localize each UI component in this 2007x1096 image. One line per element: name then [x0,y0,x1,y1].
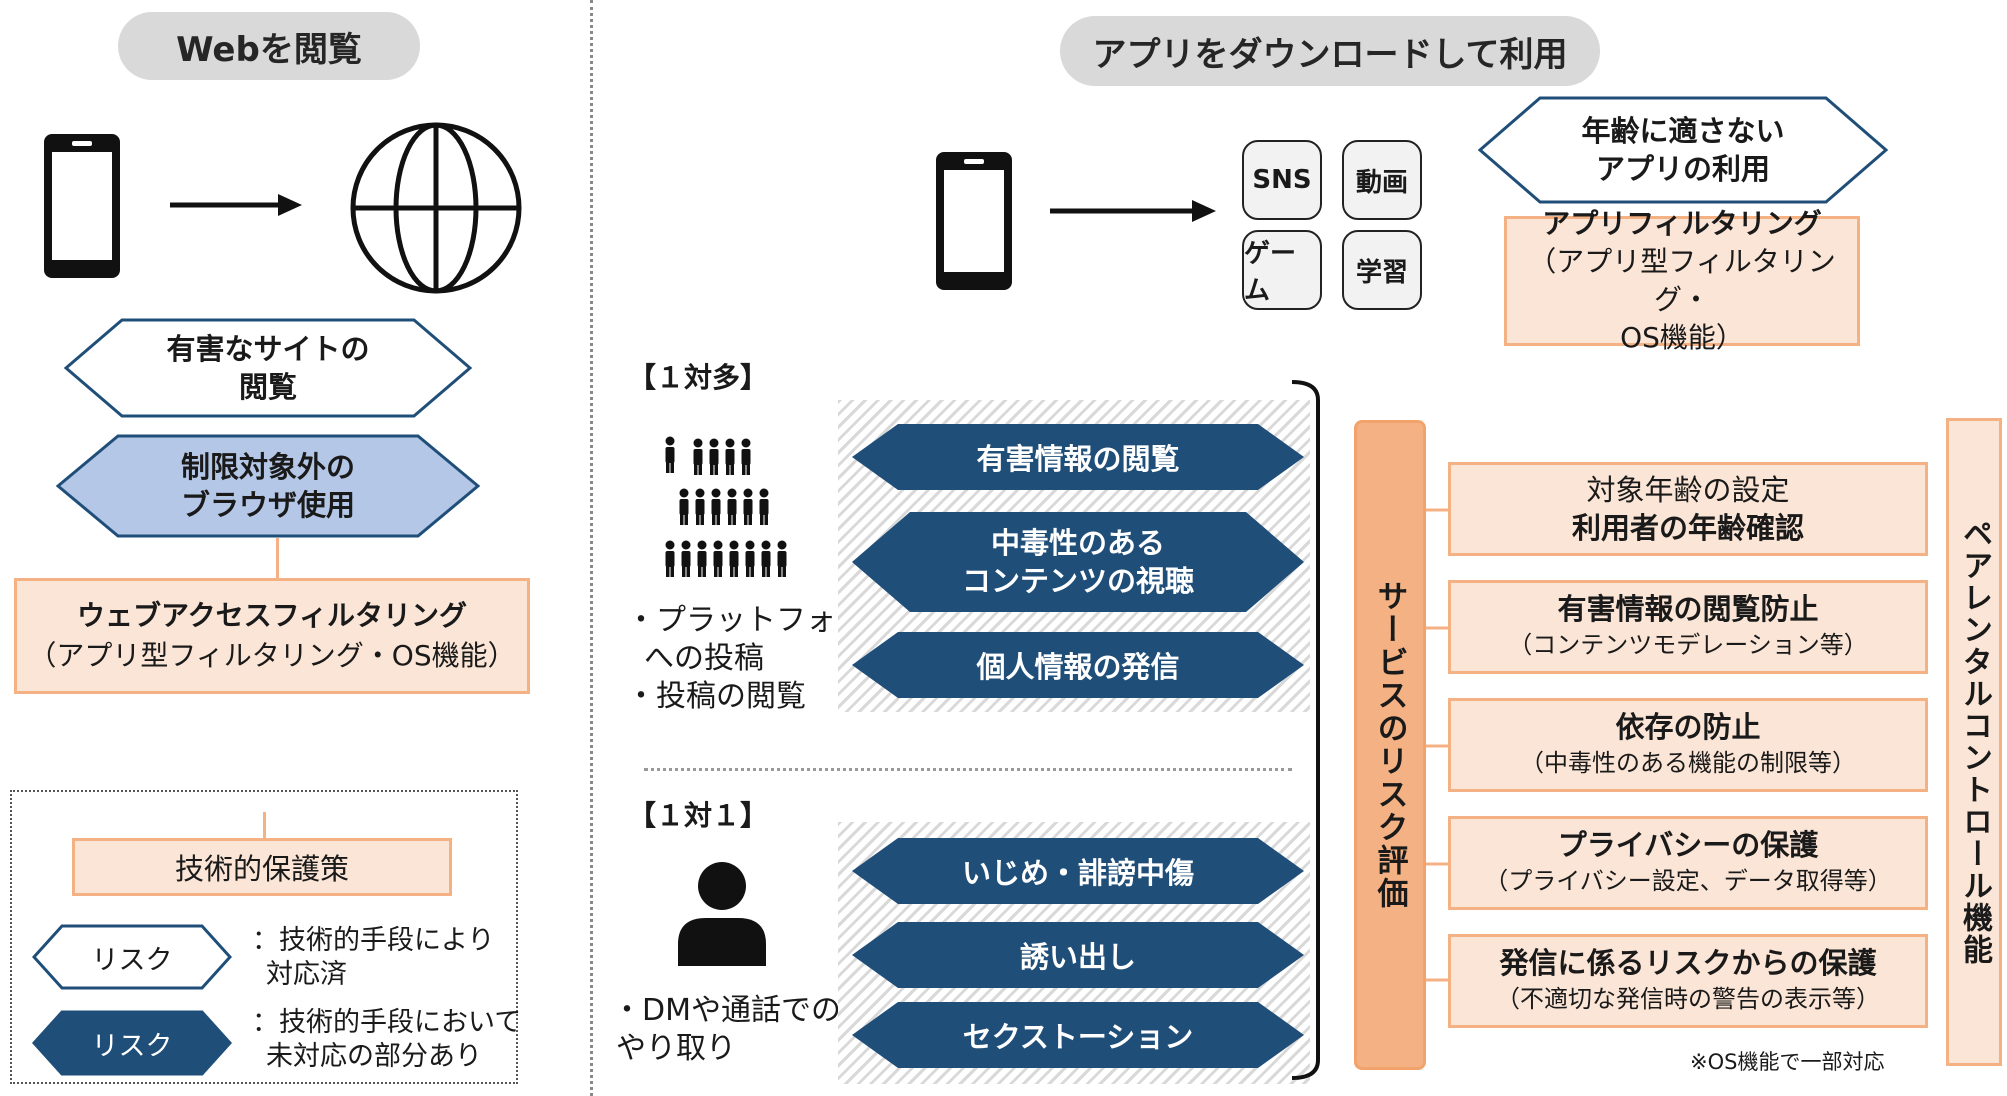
measure-privacy-protection: プライバシーの保護 （プライバシー設定、データ取得等） [1448,816,1928,910]
measure-sending-risk-protection: 発信に係るリスクからの保護 （不適切な発信時の警告の表示等） [1448,934,1928,1028]
risk-hexagon-navy [852,632,1304,698]
legend-box [10,790,518,1084]
app-tile-game: ゲーム [1242,230,1322,310]
web-header: Webを閲覧 [118,12,420,80]
one-to-one-label: 【１対１】 [628,799,769,832]
legend-risk-navy-hexagon [32,1010,232,1076]
risk-age-inappropriate: 年齢に適さない アプリの利用 [1581,114,1785,186]
service-risk-bar: サービスのリスク評価 [1354,420,1426,1070]
bracket [1291,380,1320,1080]
connector-vertical [1426,436,1427,437]
web-access-filtering-box: ウェブアクセスフィルタリング （アプリ型フィルタリング・OS機能） [14,578,530,694]
risk-hexagon-outline [64,318,472,418]
one-to-one-desc: ・DMや通話での やり取り [612,993,841,1066]
risk-bullying: いじめ・誹謗中傷 [961,856,1194,890]
footnote: ※OS機能で一部対応 [1690,1050,1885,1074]
parental-control-box: ペアレンタルコントロール機能 [1946,418,2002,1066]
risk-hexagon-lightblue [56,434,480,538]
risk-sextortion: セクストーション [962,1020,1194,1054]
legend-risk-outline-hexagon [32,924,232,990]
arrow-icon [170,194,302,216]
risk-hexagon-navy [852,922,1304,988]
smartphone-icon [44,134,120,278]
app-tile-video: 動画 [1342,140,1422,220]
measure-harmful-info-prevention: 有害情報の閲覧防止 （コンテンツモデレーション等） [1448,580,1928,674]
app-header: アプリをダウンロードして利用 [1060,16,1600,86]
legend-risk-unhandled: ：技術的手段において 未対応の部分あり [252,1007,522,1072]
section-divider [590,0,593,1096]
legend-measure: 技術的保護策 [72,838,452,896]
smartphone-icon [936,152,1012,290]
app-tile-study: 学習 [1342,230,1422,310]
legend-risk-label-outline: リスク [91,944,173,976]
risk-harmful-sites: 有害なサイトの 閲覧 [166,332,370,404]
risk-personal-info-sending: 個人情報の発信 [976,650,1180,684]
risk-browser: 制限対象外の ブラウザ使用 [180,450,355,522]
globe-icon [350,122,522,294]
connector-line [276,538,279,578]
one-to-many-label: 【１対多】 [628,361,769,394]
app-tile-sns: SNS [1242,140,1322,220]
arrow-icon [1050,200,1216,222]
risk-hexagon-navy [852,512,1304,612]
legend-connector [263,812,266,838]
risk-hexagon-outline [1478,96,1888,204]
risk-luring: 誘い出し [1019,940,1136,974]
risk-hexagon-navy [852,838,1304,904]
group-people-icon [665,436,787,577]
risk-hexagon-navy [852,1002,1304,1068]
measure-connectors [1426,508,1448,982]
measure-age-setting: 対象年齢の設定 利用者の年齢確認 [1448,462,1928,556]
group-separator [644,768,1292,771]
person-icon [678,862,766,966]
risk-hexagon-navy [852,424,1304,490]
risk-addictive-content: 中毒性のある コンテンツの視聴 [961,526,1194,598]
app-filtering-box: アプリフィルタリング （アプリ型フィルタリング・ OS機能） [1504,207,1860,354]
legend-risk-label-navy: リスク [91,1030,173,1062]
risk-harmful-info-viewing: 有害情報の閲覧 [976,442,1180,476]
legend-risk-handled: ：技術的手段により 対応済 [252,925,495,990]
measure-dependency-prevention: 依存の防止 （中毒性のある機能の制限等） [1448,698,1928,792]
